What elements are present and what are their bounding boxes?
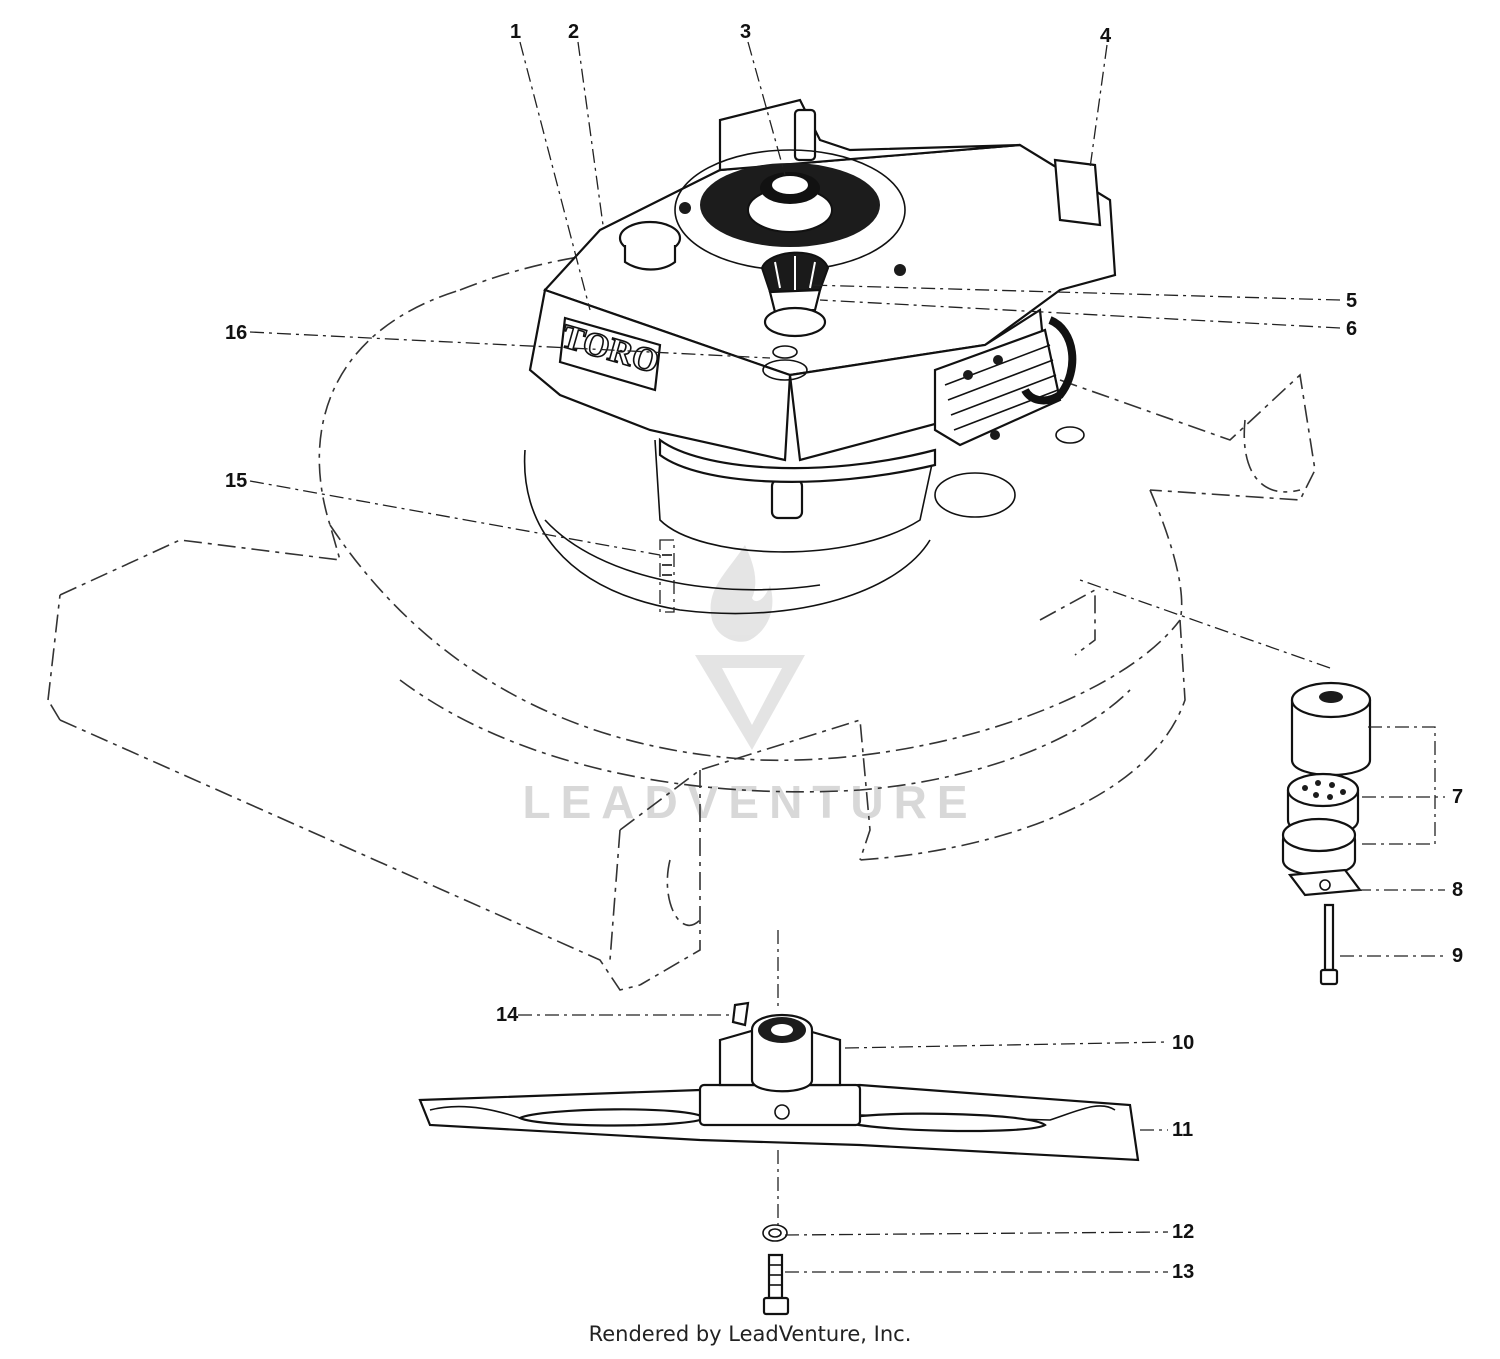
callout-12: 12	[1172, 1221, 1194, 1243]
blade-assembly	[418, 1001, 1140, 1162]
watermark-flame-icon	[710, 545, 773, 642]
credit-footer: Rendered by LeadVenture, Inc.	[588, 1322, 912, 1346]
watermark-text: LEADVENTURE	[522, 776, 977, 828]
callout-7: 7	[1452, 786, 1463, 808]
callout-8: 8	[1452, 879, 1463, 901]
callout-6: 6	[1346, 318, 1357, 340]
callout-15: 15	[225, 470, 247, 492]
recoil-starter	[674, 149, 906, 271]
part-15-bolt	[659, 539, 675, 613]
blade-bolt	[762, 1224, 790, 1316]
callout-3: 3	[740, 21, 751, 43]
callout-10: 10	[1172, 1032, 1194, 1054]
callout-16: 16	[225, 322, 247, 344]
leader-lines	[249, 41, 1445, 1273]
callout-2: 2	[568, 21, 579, 43]
watermark: LEADVENTURE	[522, 545, 977, 828]
callout-14: 14	[496, 1004, 519, 1026]
callout-5: 5	[1346, 290, 1357, 312]
callout-1: 1	[510, 21, 521, 43]
mower-deck-outline	[47, 247, 1316, 991]
fuel-cap	[760, 251, 906, 338]
callout-11: 11	[1172, 1119, 1193, 1141]
part-7-stack	[1281, 681, 1372, 986]
watermark-v-icon	[695, 655, 805, 750]
engine-assembly: TORO	[528, 98, 1117, 483]
oil-cap	[618, 202, 691, 271]
callout-9: 9	[1452, 945, 1463, 967]
callout-4: 4	[1100, 25, 1112, 47]
callout-labels: 1 2 3 4 5 6 7 8 9 10 11 12 13 14 15 16	[225, 21, 1463, 1283]
callout-13: 13	[1172, 1261, 1194, 1283]
